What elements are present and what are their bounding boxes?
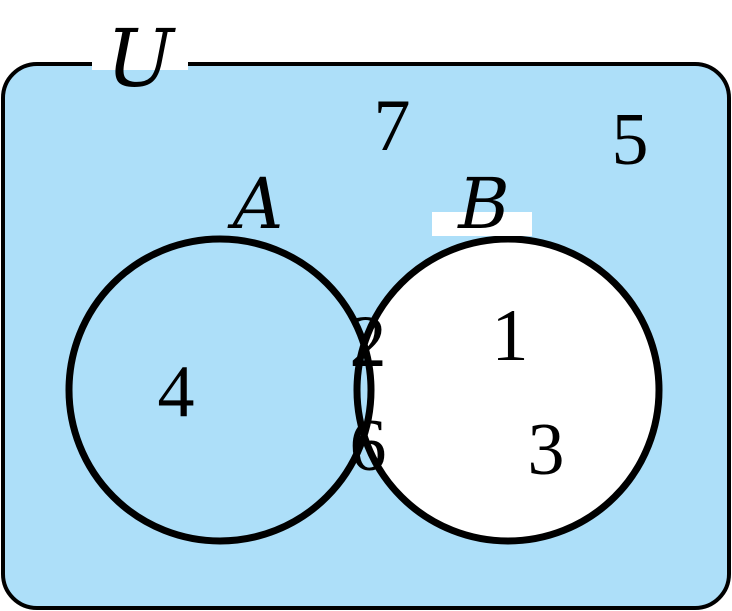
element-outside: 5 bbox=[612, 99, 649, 181]
u-label-gap bbox=[92, 56, 188, 70]
a-label-gap bbox=[200, 182, 308, 234]
set-a-circle bbox=[65, 235, 375, 545]
set-b-only-region bbox=[357, 239, 659, 541]
b-label-gap-inner bbox=[432, 212, 532, 236]
element-intersection: 2 bbox=[350, 301, 387, 383]
element-only-a: 4 bbox=[158, 351, 195, 433]
element-intersection: 6 bbox=[350, 405, 387, 487]
element-outside: 7 bbox=[374, 85, 411, 167]
element-only-b: 1 bbox=[492, 295, 529, 377]
element-only-b: 3 bbox=[528, 409, 565, 491]
set-b-label: B bbox=[456, 163, 509, 245]
set-a-label: A bbox=[227, 163, 284, 245]
set-b-circle bbox=[353, 235, 663, 545]
b-label-gap bbox=[430, 168, 534, 212]
universal-set-label: U bbox=[106, 12, 176, 105]
